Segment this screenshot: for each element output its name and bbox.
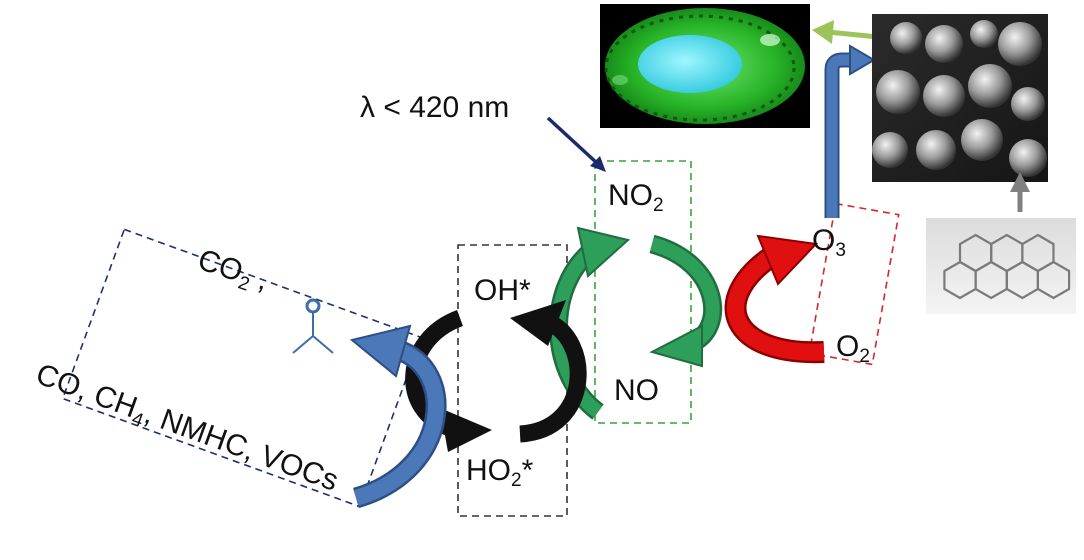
nox-box: [594, 160, 692, 424]
red-arrow-o2-to-o3: [724, 234, 825, 364]
voc-box: [61, 228, 423, 508]
reactants-label: CO, CH4, NMHC, VOCs: [30, 358, 342, 502]
ho2-label: HO2*: [466, 454, 534, 491]
cell-fluorescence-image: [600, 4, 810, 128]
no2-label: NO2: [608, 179, 664, 216]
o3-label: O3: [812, 224, 846, 261]
no-label: NO: [614, 374, 659, 407]
wavelength-label: λ < 420 nm: [360, 91, 509, 124]
blue-arrow-o3-to-particles: [824, 44, 876, 218]
green-arrow-no2-to-no: [649, 234, 722, 368]
polycyclic-aromatic-structure-icon: [926, 218, 1076, 314]
blue-arrow-voc-to-co2: [349, 324, 447, 509]
grey-arrow-pah-to-particles: [1010, 172, 1030, 212]
black-arrow-ho2-to-oh: [510, 300, 587, 443]
aldehyde-structure-icon: [292, 298, 334, 354]
o2-label: O2: [836, 330, 870, 367]
co2-label: CO2 ,: [193, 243, 273, 301]
particle-sem-image: [872, 14, 1048, 182]
aromatic-ring: [1021, 233, 1055, 273]
pointer-arrow: [546, 116, 606, 172]
oh-label: OH*: [474, 274, 531, 307]
